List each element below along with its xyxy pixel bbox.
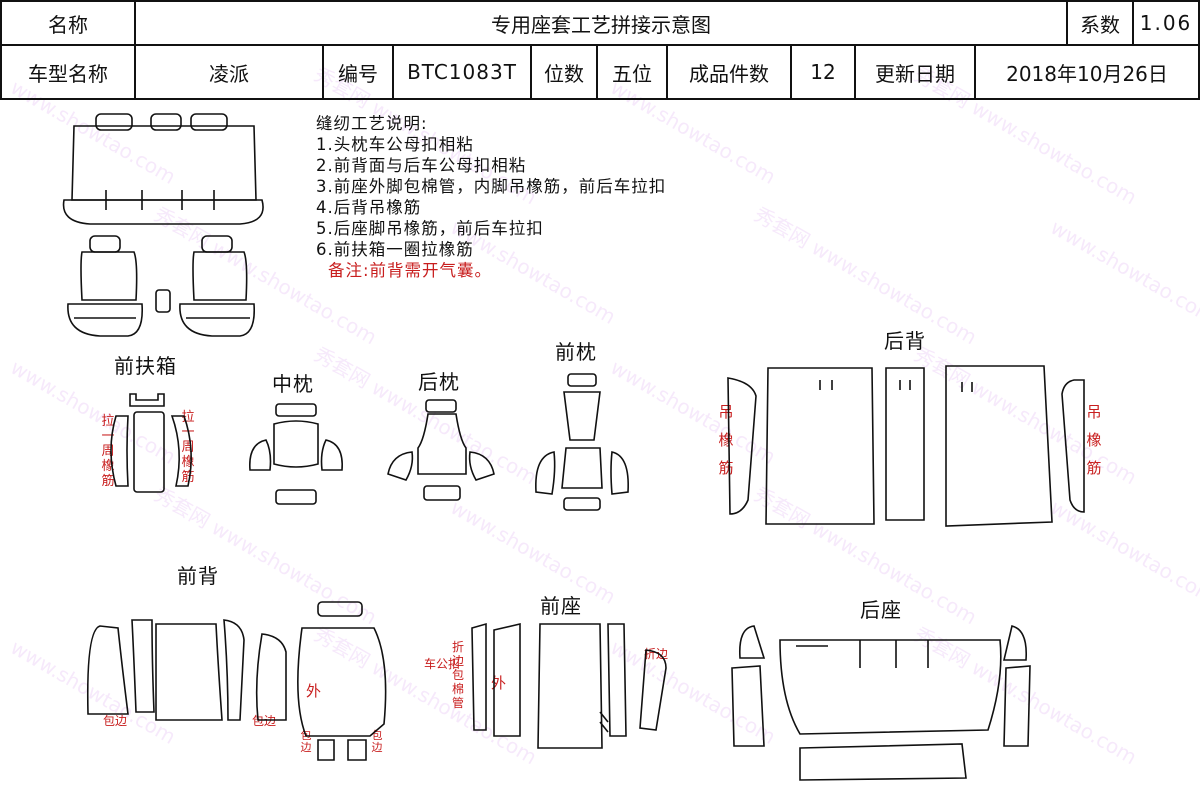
mid-pillow-pieces <box>249 403 343 505</box>
label-rear-seat: 后座 <box>860 598 902 622</box>
front-pillow-pieces <box>535 373 629 511</box>
notes-title: 缝纫工艺说明: <box>316 114 428 133</box>
seats-value: 五位 <box>598 46 668 98</box>
pieces-label: 成品件数 <box>668 46 792 98</box>
note-item: 6.前扶箱一圈拉橡筋 <box>316 240 474 259</box>
coef-label: 系数 <box>1068 2 1134 44</box>
note-item: 2.前背面与后车公母扣相粘 <box>316 156 527 175</box>
seats-label: 位数 <box>532 46 598 98</box>
overview-front-seat-left <box>67 235 144 337</box>
label-rear-back: 后背 <box>884 329 926 353</box>
model-value: 凌派 <box>136 46 324 98</box>
note-rear-back-right: 吊橡筋 <box>1086 403 1102 477</box>
sewing-notes: 缝纫工艺说明: 1.头枕车公母扣相粘 2.前背面与后车公母扣相粘 3.前座外脚包… <box>316 113 666 281</box>
rear-seat-pieces <box>731 625 1031 781</box>
front-armrest-pieces <box>110 393 192 493</box>
overview-armrest <box>155 289 171 313</box>
note-item: 5.后座脚吊橡筋，前后车拉扣 <box>316 219 544 238</box>
rear-pillow-pieces <box>387 399 495 501</box>
note-item: 1.头枕车公母扣相粘 <box>316 135 474 154</box>
overview-front-seat-right <box>179 235 256 337</box>
date-value: 2018年10月26日 <box>1006 61 1168 86</box>
label-rear-pillow: 后枕 <box>418 370 460 394</box>
code-value: BTC1083T <box>394 46 532 98</box>
note-item: 3.前座外脚包棉管，内脚吊橡筋，前后车拉扣 <box>316 177 667 196</box>
coef-value: 1.06 <box>1139 11 1193 35</box>
overview-rear-bench <box>62 113 264 225</box>
note-item: 4.后背吊橡筋 <box>316 198 422 217</box>
name-label: 名称 <box>2 2 136 44</box>
pieces-value: 12 <box>792 46 856 98</box>
note-wrap-edge-4: 包边 <box>371 729 383 754</box>
note-fold-wrap-pipe: 折边包棉管 <box>451 640 464 710</box>
note-outer-back: 外 <box>306 682 322 700</box>
header-row-2: 车型名称 凌派 编号 BTC1083T 位数 五位 成品件数 12 更新日期 2… <box>0 44 1200 100</box>
label-front-armrest: 前扶箱 <box>114 354 177 378</box>
front-back-pieces <box>86 601 387 761</box>
sheet-title: 专用座套工艺拼接示意图 <box>136 2 1068 44</box>
model-label: 车型名称 <box>2 46 136 98</box>
note-sew-snap: 车公扣 <box>424 657 461 671</box>
notes-remark: 备注:前背需开气囊。 <box>328 261 493 280</box>
rear-back-pieces <box>727 365 1085 527</box>
label-front-back: 前背 <box>177 564 219 588</box>
label-front-pillow: 前枕 <box>555 340 597 364</box>
label-front-seat: 前座 <box>540 594 582 618</box>
front-seat-pieces <box>471 622 667 749</box>
label-mid-pillow: 中枕 <box>272 372 314 396</box>
date-label: 更新日期 <box>856 46 976 98</box>
code-label: 编号 <box>324 46 394 98</box>
note-wrap-edge-1: 包边 <box>103 714 128 728</box>
